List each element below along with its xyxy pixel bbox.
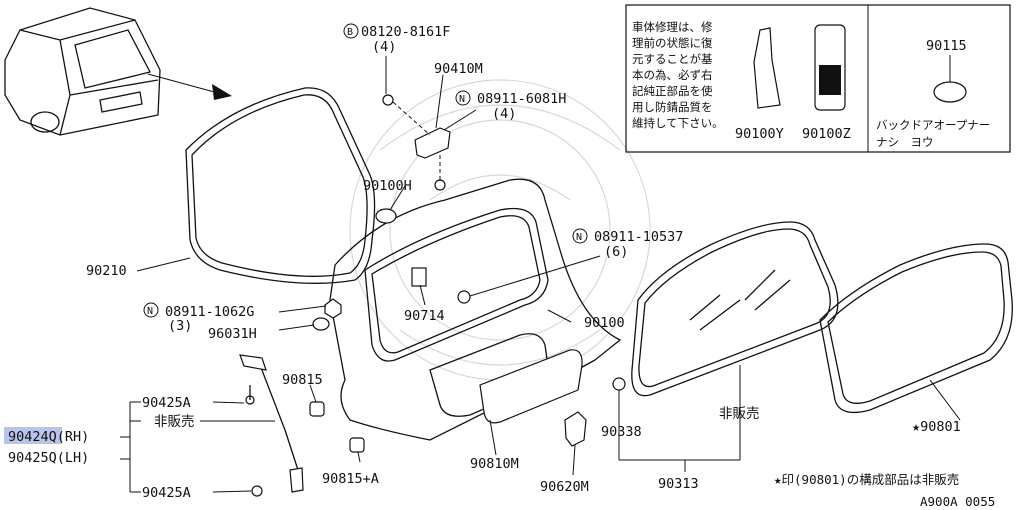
label-08911-10537: 08911-10537	[594, 229, 683, 245]
stay-damper	[239, 354, 304, 497]
label-90801: ★90801	[912, 419, 961, 435]
plug-desc-1: バックドアオープナー	[876, 118, 990, 132]
plug-icon	[933, 81, 967, 103]
part-90115: 90115	[926, 38, 967, 54]
label-90100h: 90100H	[363, 178, 412, 194]
n-symbol-2	[572, 228, 588, 244]
b-symbol	[343, 23, 359, 39]
label-90815a: 90815+A	[322, 471, 379, 487]
nut-08911-10537	[457, 290, 471, 304]
weatherstrip-seal	[185, 87, 376, 284]
label-90810m: 90810M	[470, 456, 519, 472]
bumper-90815a	[349, 437, 365, 453]
n-symbol-3	[143, 302, 159, 318]
b-symbol-letter: B	[347, 27, 353, 38]
label-90410m: 90410M	[434, 61, 483, 77]
label-90425a-bottom: 90425A	[142, 485, 191, 501]
label-08911-6081h: 08911-6081H	[477, 91, 566, 107]
label-96031h: 96031H	[208, 326, 257, 342]
label-90100: 90100	[584, 315, 625, 331]
spray-can-label	[819, 65, 841, 95]
qty-08911-1062g: (3)	[168, 318, 192, 334]
sealant-tube-icon	[753, 27, 781, 109]
label-90714: 90714	[404, 308, 445, 324]
note-line-4: 本の為、必ず右	[632, 68, 713, 82]
highlight-90424q	[4, 427, 62, 444]
cap-96031h	[312, 317, 330, 331]
plug-desc-2: ナシ ヨウ	[876, 135, 934, 149]
direction-arrow	[147, 73, 232, 100]
qty-08120: (4)	[372, 39, 396, 55]
diagram-id: A900A 0055	[920, 494, 995, 509]
note-line-7: 維持して下さい。	[632, 116, 724, 130]
n-symbol-3-letter: N	[147, 306, 153, 317]
note-box: 車体修理は、修 理前の状態に復 元することが基 本の為、必ず右 記純正部品を使 …	[625, 4, 1011, 153]
note-line-2: 理前の状態に復	[632, 36, 713, 50]
label-90815: 90815	[282, 372, 323, 388]
qty-08911-10537: (6)	[604, 244, 628, 260]
nut-08911-1062g	[324, 298, 342, 319]
label-not-sold-stay: 非販売	[154, 414, 195, 430]
part-90100y: 90100Y	[735, 126, 784, 142]
label-90338: 90338	[601, 424, 642, 440]
label-90210: 90210	[86, 263, 127, 279]
bracket-90714	[411, 267, 427, 287]
qty-08911-6081h: (4)	[492, 106, 516, 122]
clip-90338	[612, 377, 626, 391]
note-line-3: 元することが基	[632, 52, 713, 66]
part-90100z: 90100Z	[802, 126, 851, 142]
label-08911-1062g: 08911-1062G	[165, 304, 254, 320]
label-90313: 90313	[658, 476, 699, 492]
note-line-6: 用し防錆品質を	[632, 100, 713, 114]
note-line-5: 記純正部品を使	[632, 84, 713, 98]
label-90425q-lh: 90425Q(LH)	[8, 450, 89, 466]
glass-molding	[819, 243, 1013, 414]
grommet-90100h	[375, 208, 397, 224]
n-symbol-2-letter: N	[576, 232, 582, 243]
label-08120-8161f: 08120-8161F	[361, 24, 450, 40]
label-90425a-top: 90425A	[142, 395, 191, 411]
hinge-assembly	[382, 94, 451, 191]
n-symbol-1-letter: N	[459, 94, 465, 105]
note-line-1: 車体修理は、修	[632, 20, 713, 34]
leader-lines	[120, 56, 961, 493]
label-not-sold-glass: 非販売	[719, 406, 760, 422]
gasket-90810m	[479, 349, 583, 424]
footnote: ★印(90801)の構成部品は非販売	[774, 472, 959, 487]
car-illustration	[4, 7, 161, 136]
label-90620m: 90620M	[540, 479, 589, 495]
bumper-90815	[309, 401, 325, 417]
back-glass	[631, 221, 839, 397]
n-symbol-1	[455, 90, 471, 106]
handle-90620m	[564, 411, 587, 447]
label-90424q-rh: 90424Q(RH)	[8, 429, 89, 445]
